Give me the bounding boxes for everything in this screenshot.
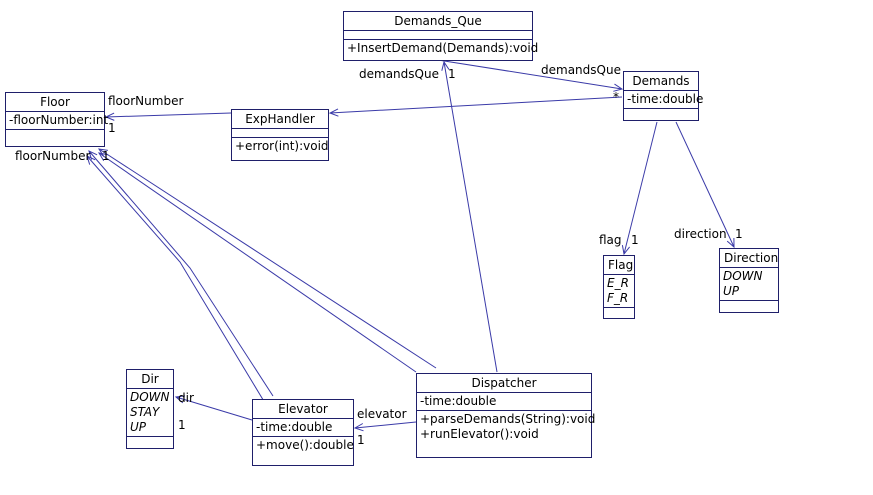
edge-demandsque-demands-arrowhead bbox=[613, 83, 624, 92]
operations-section bbox=[624, 109, 698, 117]
operations-section bbox=[604, 308, 634, 316]
operations-section bbox=[6, 130, 104, 138]
attributes-section: -floorNumber:int bbox=[6, 112, 109, 130]
operations-section bbox=[720, 301, 778, 309]
role-label-demandsque-left: demandsQue bbox=[359, 67, 439, 81]
attributes-section: -time:double bbox=[253, 419, 353, 437]
class-name: Floor bbox=[6, 93, 104, 112]
operations-section: +move():double bbox=[253, 437, 354, 454]
edge-demandsque-demands bbox=[437, 59, 623, 90]
edge-demands-direction bbox=[675, 121, 735, 248]
literals-section: DOWN UP bbox=[720, 268, 778, 301]
attributes-section bbox=[344, 31, 532, 40]
edge-demands-floor-arrowhead bbox=[328, 108, 339, 117]
class-floor[interactable]: Floor -floorNumber:int bbox=[5, 92, 109, 147]
class-demands[interactable]: Demands -time:double bbox=[623, 71, 704, 121]
multiplicity-dir: 1 bbox=[178, 418, 186, 432]
edge-exphandler-floor-arrowhead bbox=[104, 112, 115, 121]
class-name: Dir bbox=[127, 370, 173, 389]
multiplicity-elevator: 1 bbox=[357, 433, 365, 447]
enum-literal: F_R bbox=[607, 291, 629, 305]
class-direction[interactable]: Direction DOWN UP bbox=[719, 248, 779, 313]
edge-elevator-floor-b bbox=[86, 155, 266, 404]
edge-dispatcher-elevator-arrowhead bbox=[353, 423, 364, 432]
enum-literal: E_R bbox=[607, 276, 629, 290]
attribute: -time:double bbox=[256, 420, 333, 434]
edge-elevator-floor-a-arrowhead bbox=[88, 150, 98, 160]
attribute: -floorNumber:int bbox=[9, 113, 109, 127]
attribute: -time:double bbox=[627, 92, 704, 106]
role-label-floor-overlapped: floorNumber bbox=[15, 149, 91, 163]
edge-elevator-dir-arrowhead bbox=[174, 395, 185, 404]
operation: +error(int):void bbox=[235, 139, 329, 153]
multiplicity-flag: 1 bbox=[631, 233, 639, 247]
class-name: Flag bbox=[604, 256, 634, 275]
operation: +parseDemands(String):void bbox=[420, 412, 596, 426]
role-label-flag: flag bbox=[599, 233, 622, 247]
literals-section: E_R F_R bbox=[604, 275, 634, 308]
edge-elevator-floor-b-arrowhead bbox=[86, 155, 96, 165]
class-demands-que[interactable]: Demands_Que +InsertDemand(Demands):void bbox=[343, 11, 539, 61]
enum-literal: STAY bbox=[130, 405, 160, 419]
class-name: Demands_Que bbox=[344, 12, 532, 31]
class-exphandler[interactable]: ExpHandler +error(int):void bbox=[231, 109, 329, 161]
edge-exphandler-floor bbox=[105, 112, 232, 118]
operations-section: +InsertDemand(Demands):void bbox=[344, 40, 539, 57]
attributes-section bbox=[232, 129, 328, 138]
multiplicity-floor-overlapped: 1 bbox=[102, 149, 110, 163]
class-name: Elevator bbox=[253, 400, 353, 419]
edge-demands-flag bbox=[623, 121, 658, 255]
class-elevator[interactable]: Elevator -time:double +move():double bbox=[252, 399, 354, 466]
role-label-dir: dir bbox=[178, 391, 194, 405]
edge-demands-flag-arrowhead bbox=[621, 245, 630, 256]
multiplicity-demands-star: * bbox=[613, 90, 619, 104]
edge-dispatcher-demandsque bbox=[443, 61, 498, 373]
operation: +InsertDemand(Demands):void bbox=[347, 41, 539, 55]
multiplicity-floornumber: 1 bbox=[108, 121, 116, 135]
operations-section: +parseDemands(String):void +runElevator(… bbox=[417, 411, 596, 443]
multiplicity-demandsque-left: 1 bbox=[448, 67, 456, 81]
class-flag[interactable]: Flag E_R F_R bbox=[603, 255, 635, 319]
class-dispatcher[interactable]: Dispatcher -time:double +parseDemands(St… bbox=[416, 373, 596, 458]
operation: +runElevator():void bbox=[420, 427, 539, 441]
class-name: Demands bbox=[624, 72, 698, 91]
edge-dispatcher-demandsque-arrowhead bbox=[441, 60, 450, 71]
enum-literal: DOWN bbox=[723, 269, 763, 283]
role-label-direction: direction bbox=[674, 227, 727, 241]
edge-demands-direction-arrowhead bbox=[726, 237, 735, 249]
class-name: Direction bbox=[720, 249, 778, 268]
operations-section bbox=[127, 437, 173, 445]
enum-literal: DOWN bbox=[130, 390, 170, 404]
edge-dispatcher-floor-a bbox=[98, 148, 437, 369]
enum-literal: UP bbox=[723, 284, 740, 298]
attribute: -time:double bbox=[420, 394, 497, 408]
edge-dispatcher-floor-b bbox=[98, 152, 417, 373]
operations-section: +error(int):void bbox=[232, 138, 329, 155]
role-label-demandsque-right: demandsQue bbox=[541, 63, 621, 77]
class-name: Dispatcher bbox=[417, 374, 591, 393]
attributes-section: -time:double bbox=[417, 393, 591, 411]
edge-elevator-dir bbox=[175, 396, 253, 421]
attributes-section: -time:double bbox=[624, 91, 704, 109]
role-label-elevator: elevator bbox=[357, 407, 407, 421]
edge-demands-floor bbox=[329, 96, 623, 114]
operation: +move():double bbox=[256, 438, 354, 452]
multiplicity-direction: 1 bbox=[735, 227, 743, 241]
class-dir[interactable]: Dir DOWN STAY UP bbox=[126, 369, 174, 449]
enum-literal: UP bbox=[130, 420, 147, 434]
class-name: ExpHandler bbox=[232, 110, 328, 129]
literals-section: DOWN STAY UP bbox=[127, 389, 173, 437]
edge-dispatcher-elevator bbox=[354, 421, 417, 429]
role-label-floornumber: floorNumber bbox=[108, 94, 184, 108]
edge-dispatcher-floor-b-arrowhead bbox=[97, 152, 108, 161]
edge-elevator-floor-a bbox=[88, 150, 274, 397]
